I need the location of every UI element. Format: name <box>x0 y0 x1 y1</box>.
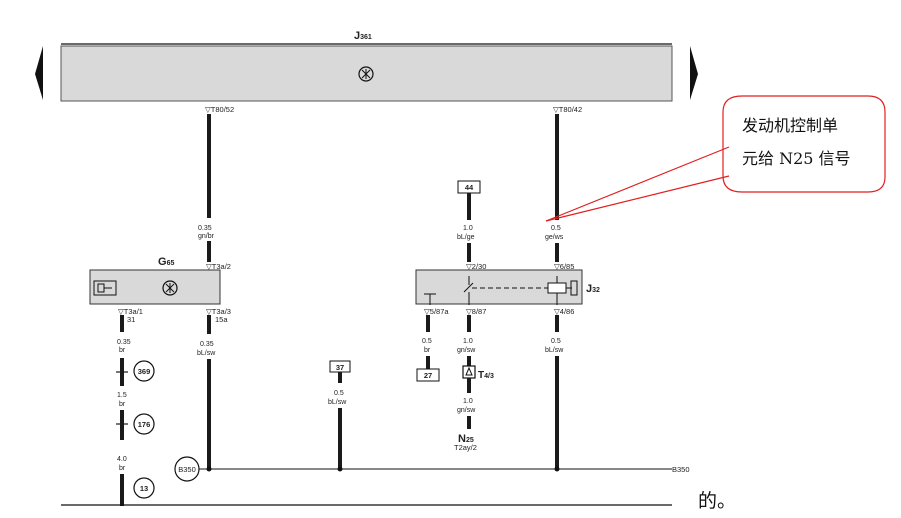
wire-size-label: 1.0 <box>463 338 473 345</box>
connector-t80-42: ▽T80/42 <box>553 105 582 114</box>
svg-text:369: 369 <box>138 367 151 376</box>
wire-color-label: bL/sw <box>545 347 564 354</box>
callout-annotation: 发动机控制单 元给 N25 信号 <box>545 95 886 222</box>
connector-t4-label: T4/3 <box>478 370 494 381</box>
wire-size-label: 1.0 <box>463 398 473 405</box>
wire-size-label: 1.5 <box>117 392 127 399</box>
control-unit-symbol-j361 <box>358 66 374 82</box>
connector-t2ay-2: T2ay/2 <box>454 443 477 452</box>
svg-text:B350: B350 <box>178 465 196 474</box>
pin-function-label: 31 <box>127 315 135 324</box>
module-g65-label: G65 <box>158 256 174 268</box>
trailing-text: 的。 <box>698 490 737 512</box>
callout-text-line1: 发动机控制单 <box>742 116 838 135</box>
wire-color-label: ge/ws <box>545 234 564 241</box>
connector-j32-4-86: ▽4/86 <box>554 307 574 316</box>
wire-size-label: 0.5 <box>334 390 344 397</box>
relay-contact-icon <box>424 276 474 305</box>
ref-circle-13 <box>133 477 155 499</box>
relay-coil-icon <box>547 276 578 305</box>
wire-color-label: br <box>424 347 431 354</box>
control-unit-symbol-g65 <box>162 280 178 296</box>
connector-t3a-2: ▽T3a/2 <box>206 262 231 271</box>
wire-color-label: gn/sw <box>457 407 476 414</box>
connector-j32-2-30: ▽2/30 <box>466 262 486 271</box>
wire-size-label: 0.35 <box>200 341 214 348</box>
wire-color-label: bL/sw <box>197 350 216 357</box>
scroll-left-arrow[interactable] <box>35 46 43 100</box>
wire-size-label: 0.5 <box>551 338 561 345</box>
svg-text:44: 44 <box>465 183 474 192</box>
wire-size-label: 0.5 <box>551 225 561 232</box>
ref-circle-369 <box>133 360 155 382</box>
wire-color-label: br <box>119 465 126 472</box>
svg-text:27: 27 <box>424 371 432 380</box>
ref-circle-176 <box>133 413 155 435</box>
wire-color-label: gn/sw <box>457 347 476 354</box>
callout-text-line2: 元给 N25 信号 <box>742 149 851 168</box>
module-j32-label: J32 <box>586 283 600 295</box>
module-j361-label: J361 <box>354 30 372 42</box>
wire-size-label: 0.35 <box>198 225 212 232</box>
wire-size-label: 0.5 <box>422 338 432 345</box>
svg-text:37: 37 <box>336 363 344 372</box>
wire-size-label: 0.35 <box>117 339 131 346</box>
module-g65 <box>89 269 221 305</box>
wire-color-label: br <box>119 401 126 408</box>
wire-size-label: 4.0 <box>117 456 127 463</box>
connector-t3a-1: ▽T3a/1 <box>118 307 143 316</box>
wire-color-label: bL/sw <box>328 399 347 406</box>
pin-function-label: 15a <box>215 315 228 324</box>
connector-t80-52: ▽T80/52 <box>205 105 234 114</box>
svg-text:176: 176 <box>138 420 151 429</box>
component-n25-label: N25 <box>458 433 474 445</box>
bus-b350-label: B350 <box>672 465 690 474</box>
ref-box-27 <box>416 368 440 382</box>
connector-t4-icon <box>462 365 476 379</box>
wire-color-label: br <box>119 347 126 354</box>
connector-j32-8-87: ▽8/87 <box>466 307 486 316</box>
connector-j32-5-87a: ▽5/87a <box>424 307 449 316</box>
wire-color-label: gn/br <box>198 233 215 240</box>
connector-j32-6-85: ▽6/85 <box>554 262 574 271</box>
wire-color-label: bL/ge <box>457 234 475 241</box>
wire-size-label: 1.0 <box>463 225 473 232</box>
scroll-right-arrow[interactable] <box>690 46 698 100</box>
svg-text:13: 13 <box>140 484 148 493</box>
connector-t3a-3: ▽T3a/3 <box>206 307 231 316</box>
